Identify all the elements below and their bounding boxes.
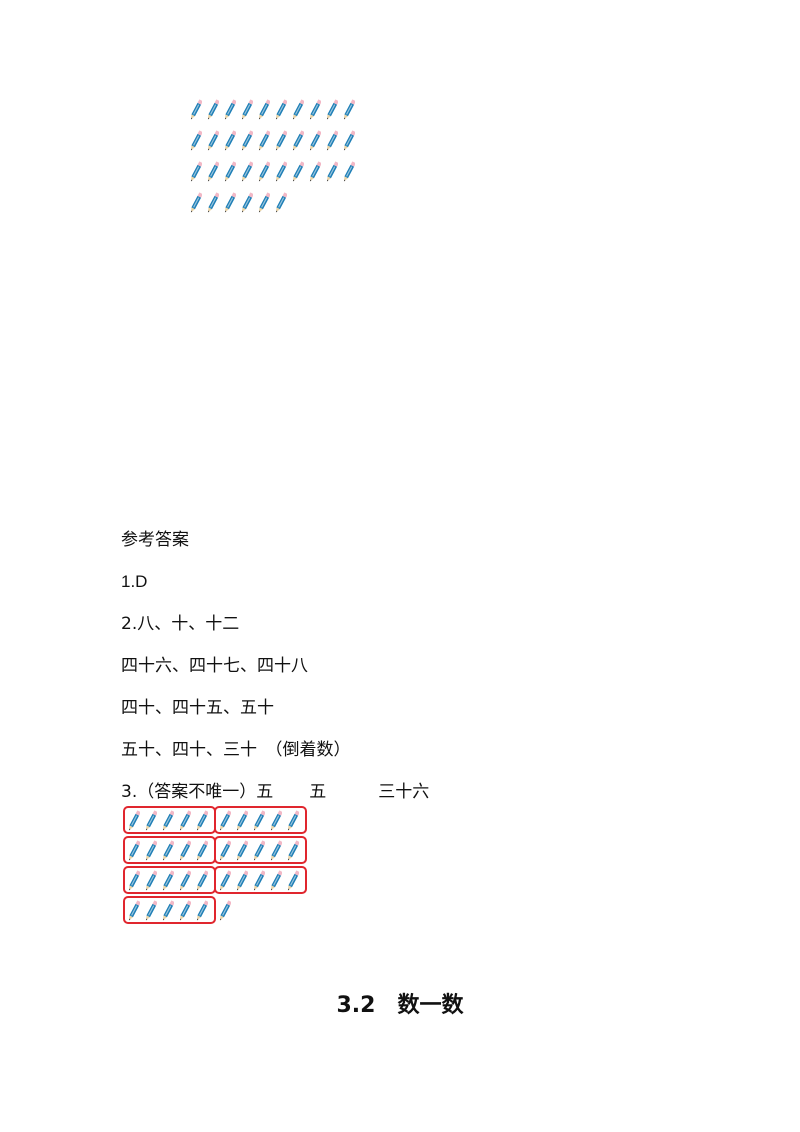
pencil-icon xyxy=(258,129,271,153)
group-box xyxy=(214,836,307,864)
pencil-icon xyxy=(292,98,305,122)
pencil-icon xyxy=(326,160,339,184)
pencil-icon xyxy=(196,899,209,923)
pencil-icon xyxy=(190,98,203,122)
pencil-icon xyxy=(190,129,203,153)
pencil-icon xyxy=(258,98,271,122)
pencil-icon xyxy=(128,839,141,863)
pencil-icon xyxy=(292,129,305,153)
group-box xyxy=(123,836,216,864)
pencil-icon xyxy=(287,809,300,833)
pencil-icon xyxy=(292,160,305,184)
pencil-icon xyxy=(179,899,192,923)
pencil-icon xyxy=(309,129,322,153)
pencil-icon xyxy=(253,839,266,863)
pencil-icon xyxy=(275,191,288,215)
pencil-icon xyxy=(207,129,220,153)
pencil-icon xyxy=(224,129,237,153)
pencil-icon xyxy=(275,129,288,153)
pencil-icon xyxy=(196,869,209,893)
pencil-icon xyxy=(270,839,283,863)
pencil-icon xyxy=(287,839,300,863)
pencil-icon xyxy=(309,98,322,122)
pencil-icon xyxy=(145,899,158,923)
pencil-icon xyxy=(162,869,175,893)
pencil-icon xyxy=(219,899,232,923)
pencil-icon xyxy=(219,809,232,833)
pencil-icon xyxy=(241,98,254,122)
pencil-icon xyxy=(128,869,141,893)
pencil-icon xyxy=(179,839,192,863)
pencil-icon xyxy=(207,191,220,215)
answer-q2-line1: 2.八、十、十二 xyxy=(121,614,240,634)
answer-q1: 1.D xyxy=(121,572,148,591)
pencil-icon xyxy=(224,98,237,122)
answer-q3: 3.（答案不唯一）五 五 三十六 xyxy=(121,782,429,802)
pencil-grid xyxy=(190,98,380,218)
group-box xyxy=(123,806,216,834)
pencil-icon xyxy=(343,160,356,184)
pencil-icon xyxy=(145,809,158,833)
pencil-icon xyxy=(145,869,158,893)
answer-q2-line2: 四十六、四十七、四十八 xyxy=(121,656,308,676)
pencil-icon xyxy=(343,129,356,153)
pencil-icon xyxy=(207,98,220,122)
pencil-icon xyxy=(145,839,158,863)
pencil-icon xyxy=(162,809,175,833)
pencil-icon xyxy=(241,129,254,153)
pencil-icon xyxy=(326,98,339,122)
pencil-icon xyxy=(179,809,192,833)
pencil-icon xyxy=(219,839,232,863)
pencil-icon xyxy=(196,809,209,833)
answer-q3-prefix: 3.（答案不唯一）五 xyxy=(121,782,274,802)
pencil-icon xyxy=(241,191,254,215)
group-box xyxy=(123,896,216,924)
pencil-icon xyxy=(162,839,175,863)
pencil-icon xyxy=(287,869,300,893)
pencil-icon xyxy=(236,809,249,833)
answer-q3-mid: 五 xyxy=(309,782,327,802)
pencil-icon xyxy=(270,869,283,893)
pencil-icon xyxy=(258,160,271,184)
pencil-icon xyxy=(236,839,249,863)
pencil-icon xyxy=(190,160,203,184)
pencil-icon xyxy=(224,160,237,184)
pencil-icon xyxy=(162,899,175,923)
pencil-icon xyxy=(253,869,266,893)
pencil-icon xyxy=(128,899,141,923)
group-box xyxy=(123,866,216,894)
pencil-icon xyxy=(224,191,237,215)
pencil-icon xyxy=(275,160,288,184)
pencil-icon xyxy=(270,809,283,833)
pencil-icon xyxy=(258,191,271,215)
pencil-icon xyxy=(343,98,356,122)
answer-q2-line3: 四十、四十五、五十 xyxy=(121,698,274,718)
pencil-icon xyxy=(219,869,232,893)
pencil-icon xyxy=(326,129,339,153)
pencil-icon xyxy=(190,191,203,215)
pencil-icon xyxy=(241,160,254,184)
answer-q2-line4: 五十、四十、三十 （倒着数） xyxy=(121,740,351,760)
pencil-icon xyxy=(275,98,288,122)
section-title: 3.2 数一数 xyxy=(336,993,464,1018)
answer-heading: 参考答案 xyxy=(121,530,189,550)
group-box xyxy=(214,806,307,834)
group-box xyxy=(214,866,307,894)
grouped-pencil-grid xyxy=(120,806,320,931)
pencil-icon xyxy=(128,809,141,833)
pencil-icon xyxy=(236,869,249,893)
pencil-icon xyxy=(253,809,266,833)
pencil-icon xyxy=(309,160,322,184)
answer-q3-end: 三十六 xyxy=(378,782,430,802)
pencil-icon xyxy=(207,160,220,184)
pencil-icon xyxy=(179,869,192,893)
pencil-icon xyxy=(196,839,209,863)
